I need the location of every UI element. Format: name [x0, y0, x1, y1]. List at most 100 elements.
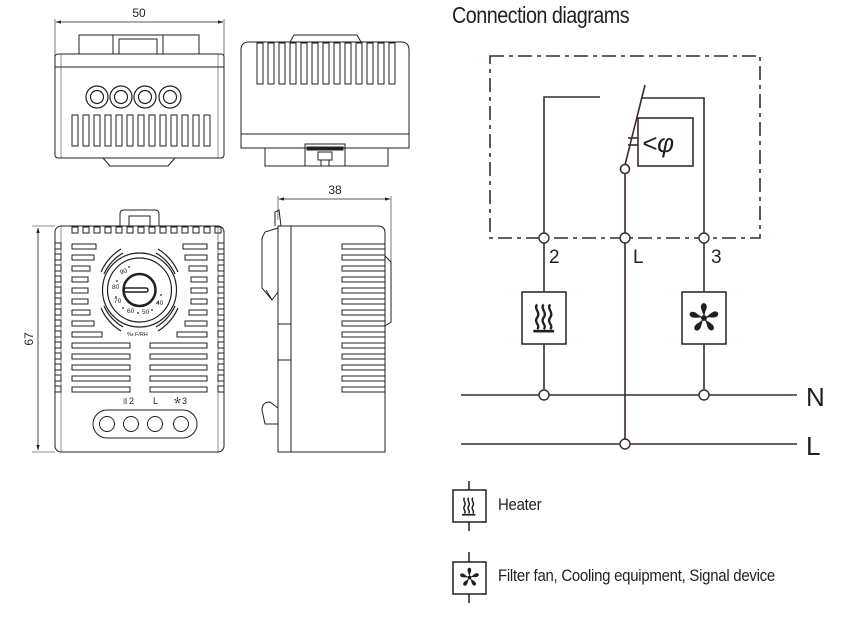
vent-slot: [126, 114, 134, 147]
vent-slots-top: [71, 114, 211, 147]
vent-square: [217, 253, 225, 261]
vent-slat: [71, 364, 131, 371]
vent-slot: [388, 42, 396, 85]
dial-label-80: 80: [112, 284, 120, 291]
legend: [452, 481, 487, 603]
vent-slot: [278, 42, 286, 85]
vent-squares-sides: [54, 242, 225, 393]
vent-square: [54, 253, 62, 261]
dial-label-90: 90: [119, 267, 129, 276]
vent-square: [203, 226, 211, 234]
vent-slat: [184, 254, 208, 261]
vent-slat: [71, 342, 131, 349]
vent-slat: [341, 375, 386, 382]
vent-square: [217, 374, 225, 382]
vent-slat: [188, 265, 208, 272]
vent-slat: [71, 386, 131, 393]
vent-square: [217, 319, 225, 327]
vent-square: [217, 385, 225, 393]
dial-label-60: 60: [127, 308, 135, 315]
vent-square: [217, 264, 225, 272]
vent-slat: [188, 309, 208, 316]
vent-square: [54, 297, 62, 305]
vent-slat: [341, 320, 386, 327]
terminal-labels: 2 L 3: [549, 247, 722, 268]
load-heater-box: [521, 291, 567, 345]
vent-square: [217, 330, 225, 338]
vent-slat: [71, 353, 131, 360]
dial-scale-labels: 90 80 70 60 50 40 %r.F/RH: [112, 267, 164, 338]
vent-slat: [341, 254, 386, 261]
vent-square: [54, 374, 62, 382]
bus-label-L: L: [806, 431, 820, 461]
front-terminal-labels: 2 L 3: [123, 396, 187, 406]
vent-square: [217, 352, 225, 360]
vent-slats-side: [341, 243, 386, 393]
vent-square: [93, 226, 101, 234]
vent-square: [54, 363, 62, 371]
vent-slot: [192, 114, 200, 147]
vent-slat: [71, 298, 89, 305]
junction-N-3: [698, 389, 710, 401]
vent-square: [192, 226, 200, 234]
vent-slots-rear: [256, 42, 396, 85]
vent-square: [54, 286, 62, 294]
device-boundary-dashed: [489, 55, 761, 239]
bus-labels: N L: [806, 382, 825, 461]
vent-slat: [341, 287, 386, 294]
page-title: Connection diagrams: [452, 2, 630, 28]
vent-slot: [333, 42, 341, 85]
vent-square: [217, 341, 225, 349]
vent-slat: [341, 386, 386, 393]
vent-slot: [148, 114, 156, 147]
front-terminal-label-L: L: [153, 396, 158, 406]
terminal-block-front: [92, 409, 198, 439]
terminal-label-2: 2: [549, 247, 560, 268]
vent-slot: [115, 114, 123, 147]
vent-slat: [149, 386, 208, 393]
vent-square: [54, 330, 62, 338]
wire-terminal-2: [543, 96, 600, 238]
dial-dots: [115, 266, 162, 314]
vent-square: [54, 352, 62, 360]
sensor-symbol: <φ: [642, 128, 674, 158]
vent-slat: [149, 353, 208, 360]
vent-slat: [71, 320, 95, 327]
width-dimension-label: 50: [132, 6, 146, 20]
front-view-drawing: [32, 209, 225, 453]
humidity-sensor-box: [637, 117, 694, 167]
dial-label-50: 50: [142, 309, 150, 316]
vent-slot: [93, 114, 101, 147]
vent-slot: [377, 42, 385, 85]
vent-slat: [341, 353, 386, 360]
heater-icon: [123, 397, 128, 404]
vent-slat: [190, 287, 208, 294]
vent-slat: [149, 364, 208, 371]
vent-square: [217, 286, 225, 294]
terminal-holes-top: [85, 85, 182, 109]
fan-icon: [689, 303, 719, 332]
humidity-dial-knob: [122, 272, 157, 308]
legend-label-heater: Heater: [498, 495, 542, 514]
vent-slot: [181, 114, 189, 147]
dial-label-40: 40: [156, 300, 164, 307]
fan-icon: [174, 397, 181, 403]
front-terminal-label-2: 2: [129, 396, 134, 406]
junction-L: [619, 438, 631, 450]
dial-label-70: 70: [114, 298, 122, 305]
vent-square: [54, 264, 62, 272]
vent-slat: [182, 243, 208, 250]
vent-square: [54, 341, 62, 349]
dial-pointer: [123, 287, 149, 293]
front-terminal-label-3: 3: [182, 396, 187, 406]
vent-slot: [289, 42, 297, 85]
vent-square: [217, 242, 225, 250]
vent-square: [170, 226, 178, 234]
terminal-L-node: [619, 232, 631, 244]
vent-slat: [184, 320, 208, 327]
vent-slot: [159, 114, 167, 147]
vent-square: [217, 363, 225, 371]
vent-slat: [71, 254, 95, 261]
vent-slot: [104, 114, 112, 147]
